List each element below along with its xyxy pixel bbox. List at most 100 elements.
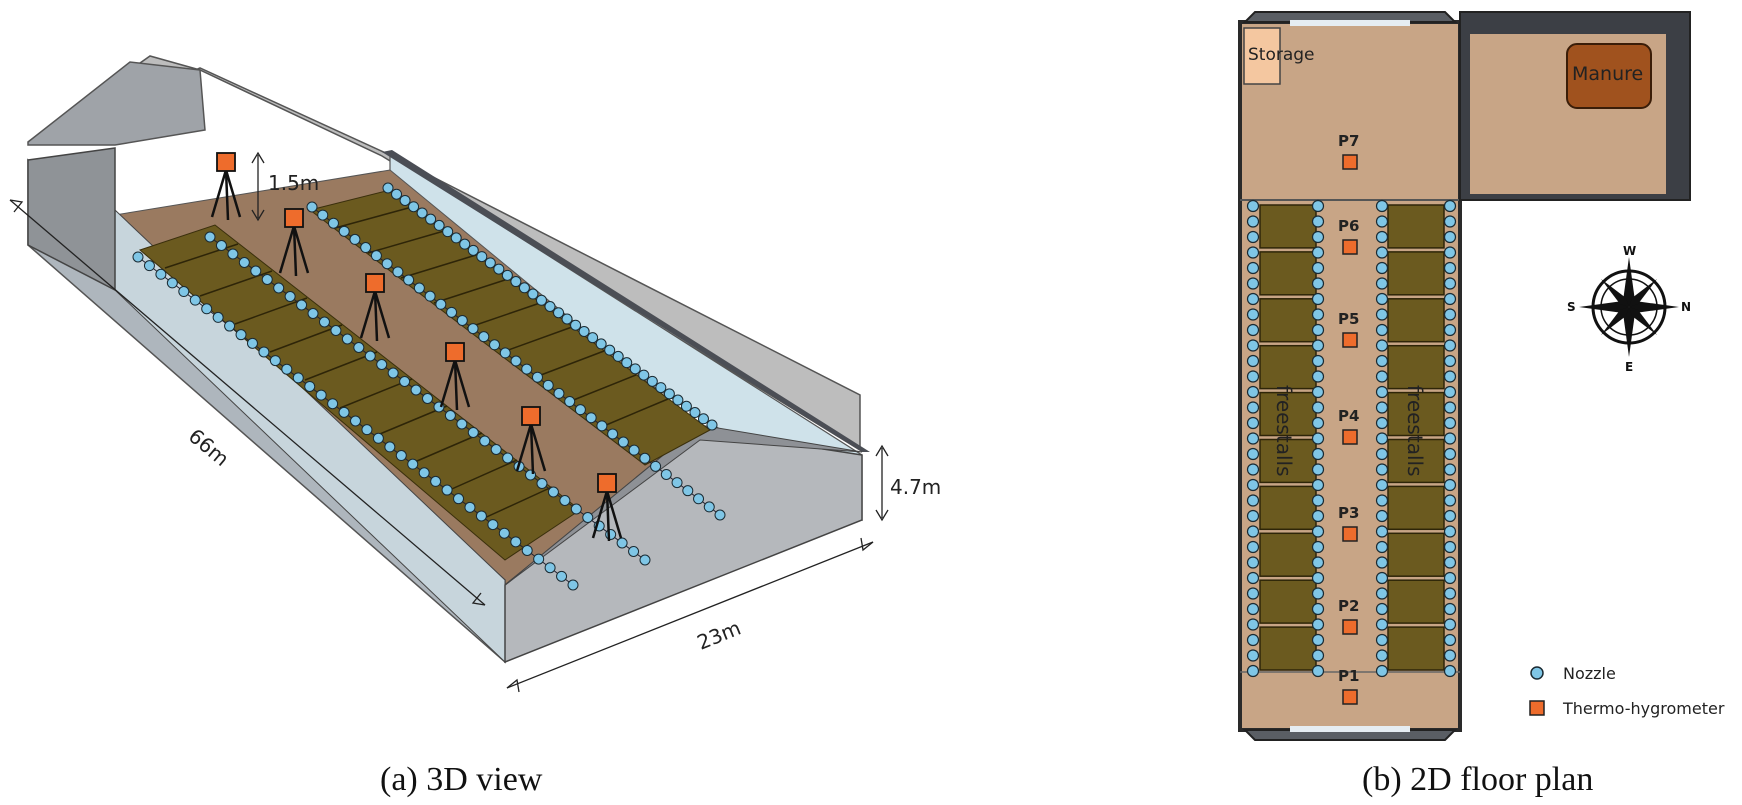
nozzle-marker <box>1443 509 1457 523</box>
nozzle-marker <box>475 510 487 522</box>
nozzle-marker <box>1443 277 1457 290</box>
nozzle-marker <box>531 371 543 383</box>
nozzle-marker <box>1311 618 1325 631</box>
nozzle-marker <box>1375 618 1389 631</box>
manure-label: Manure <box>1572 63 1643 85</box>
nozzle-marker <box>1246 370 1260 383</box>
freestall-bay <box>1259 579 1317 624</box>
nozzle-marker <box>1443 494 1457 507</box>
legend-nozzle-icon <box>1530 666 1544 680</box>
back-gable <box>27 61 206 146</box>
nozzle-marker <box>617 436 629 448</box>
freestall-bay <box>1259 391 1317 437</box>
nozzle-marker <box>1375 587 1389 600</box>
nozzle-marker <box>1311 571 1325 585</box>
nozzle-marker <box>1311 447 1325 461</box>
point-label: P3 <box>1338 504 1359 522</box>
nozzle-marker <box>330 325 342 336</box>
thermo-hygrometer-marker <box>1342 429 1358 445</box>
nozzle-marker <box>1375 463 1389 476</box>
freestall-bay <box>1387 298 1445 343</box>
nozzle-marker <box>1443 649 1457 662</box>
nozzle-marker <box>338 225 350 237</box>
nozzle-marker <box>574 404 586 416</box>
nozzle-marker <box>638 369 650 381</box>
nozzle-marker <box>1375 478 1389 492</box>
nozzle-marker <box>204 231 216 243</box>
nozzle-marker <box>1443 292 1457 306</box>
nozzle-marker <box>1375 323 1389 337</box>
nozzle-marker <box>561 313 573 325</box>
nozzle-marker <box>376 359 388 370</box>
nozzle-marker <box>416 207 428 219</box>
nozzle-marker <box>1311 354 1325 368</box>
legend: Nozzle Thermo-hygrometer <box>1529 664 1725 718</box>
nozzle-marker <box>1311 261 1325 275</box>
nozzle-marker <box>408 201 420 213</box>
nozzle-marker <box>502 452 514 464</box>
nozzle-marker <box>1443 246 1457 259</box>
freestall-bay <box>1259 344 1317 390</box>
nozzle-marker <box>714 509 726 521</box>
nozzle-marker <box>166 277 178 289</box>
nozzle-marker <box>527 288 539 300</box>
nozzle-marker <box>559 495 571 506</box>
storage-label: Storage <box>1248 45 1315 65</box>
nozzle-marker <box>484 257 496 269</box>
nozzle-marker <box>663 388 675 400</box>
nozzle-marker <box>478 331 490 343</box>
nozzle-marker <box>1311 587 1325 600</box>
nozzle-marker <box>1246 649 1260 662</box>
thermo-hygrometer-marker <box>1342 332 1358 348</box>
legend-thermo-icon <box>1529 700 1545 716</box>
freestall-bay <box>1387 626 1445 671</box>
nozzle-marker <box>1443 230 1457 244</box>
thermo-hygrometer-marker <box>284 208 304 228</box>
nozzle-marker <box>1311 292 1325 306</box>
nozzle-marker <box>1311 385 1325 399</box>
nozzle-marker <box>1443 447 1457 461</box>
nozzle-marker <box>542 379 554 391</box>
nozzle-marker <box>1443 664 1457 678</box>
tripod-sensor <box>359 273 391 342</box>
nozzle-marker <box>553 307 565 319</box>
thermo-hygrometer-marker <box>521 406 541 426</box>
nozzle-marker <box>381 258 393 270</box>
nozzle-marker <box>1311 664 1325 678</box>
nozzle-marker <box>1246 246 1260 259</box>
tripod-sensor <box>439 342 471 411</box>
nozzle-marker <box>338 406 350 418</box>
nozzle-marker <box>697 413 709 425</box>
freestall-bay <box>1259 438 1317 484</box>
nozzle-marker <box>1443 401 1457 414</box>
nozzle-marker <box>595 338 607 350</box>
freestall-bay <box>1387 532 1445 577</box>
nozzle-marker <box>1311 540 1325 554</box>
nozzle-marker <box>444 410 456 421</box>
nozzle-marker <box>1311 308 1325 321</box>
nozzle-marker <box>682 485 694 497</box>
nozzle-marker <box>413 282 425 294</box>
nozzle-marker <box>224 320 236 332</box>
nozzle-marker <box>693 493 705 505</box>
nozzle-marker <box>1375 540 1389 554</box>
nozzle-marker <box>1311 525 1325 538</box>
nozzle-marker <box>215 240 227 251</box>
thermo-hygrometer-marker <box>1342 526 1358 542</box>
nozzle-marker <box>570 503 582 515</box>
nozzles-3d <box>132 182 726 591</box>
nozzle-marker <box>1375 261 1389 275</box>
nozzle-marker <box>521 363 533 375</box>
nozzle-marker <box>1375 401 1389 414</box>
nozzle-marker <box>395 450 407 462</box>
nozzle-marker <box>1246 664 1260 678</box>
nozzle-marker <box>556 570 568 582</box>
nozzle-marker <box>510 355 522 367</box>
legend-nozzle-label: Nozzle <box>1563 664 1616 683</box>
nozzle-marker <box>498 527 510 539</box>
nozzle-marker <box>628 546 640 557</box>
nozzle-marker <box>1443 308 1457 321</box>
nozzle-marker <box>1311 370 1325 383</box>
nozzle-marker <box>628 444 640 456</box>
dim-length-label: 66m <box>184 424 234 471</box>
